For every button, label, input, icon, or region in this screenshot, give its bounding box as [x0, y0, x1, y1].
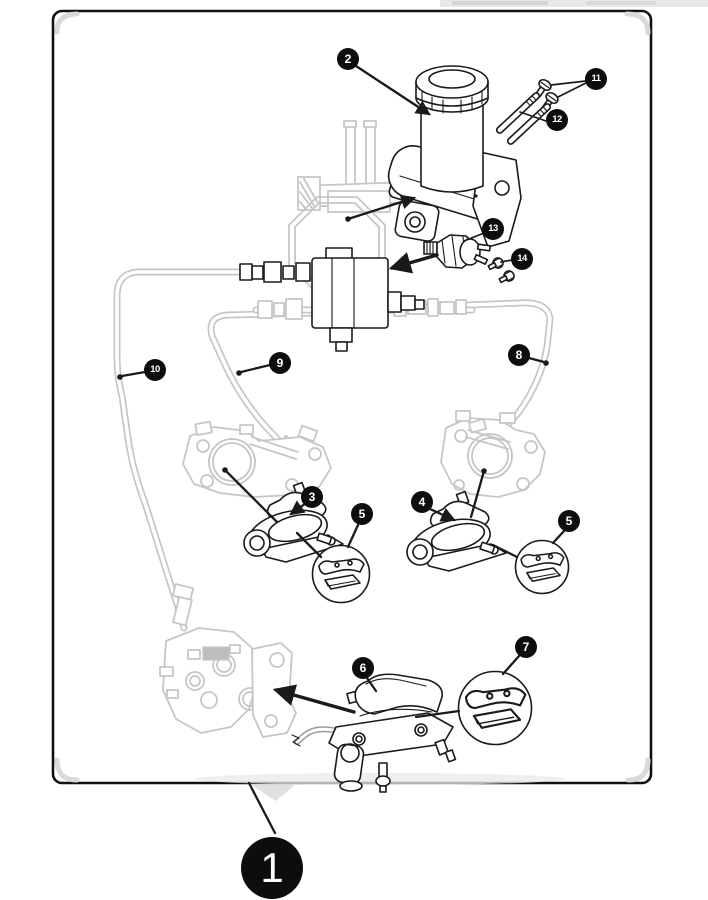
- pressure-switch-drawing: [423, 234, 492, 269]
- brake-pads-detail-left: [311, 544, 371, 604]
- ghost-rear-caliper-drawing: [159, 627, 297, 738]
- studs-drawing: [495, 92, 552, 145]
- callout-12[interactable]: 12: [546, 109, 568, 131]
- switch-bolts-drawing: [487, 257, 515, 284]
- callout-9[interactable]: 9: [269, 352, 291, 374]
- callout-6[interactable]: 6: [352, 657, 374, 679]
- callout-2[interactable]: 2: [337, 48, 359, 70]
- leader-lines: [117, 64, 587, 835]
- callout-5-left[interactable]: 5: [351, 503, 373, 525]
- callout-14[interactable]: 14: [511, 248, 533, 270]
- top-crop-artifact: [440, 0, 708, 7]
- rear-caliper-drawing: [291, 673, 457, 793]
- callout-4[interactable]: 4: [411, 491, 433, 513]
- ghost-front-right-caliper-drawing: [440, 410, 546, 498]
- ghost-front-left-caliper-drawing: [182, 420, 332, 498]
- callout-11[interactable]: 11: [585, 68, 607, 90]
- callout-5-right[interactable]: 5: [558, 510, 580, 532]
- callout-8[interactable]: 8: [508, 344, 530, 366]
- callout-1-assembly[interactable]: 1: [241, 837, 303, 899]
- callout-3[interactable]: 3: [301, 486, 323, 508]
- brake-pads-detail-rear: [457, 670, 533, 746]
- callout-10[interactable]: 10: [144, 359, 166, 381]
- junction-block-drawing: [239, 247, 425, 352]
- master-cylinder-drawing: [387, 65, 522, 248]
- screws-drawing: [534, 78, 559, 111]
- brake-pads-detail-right: [514, 539, 570, 595]
- callout-7[interactable]: 7: [515, 636, 537, 658]
- callout-13[interactable]: 13: [482, 218, 504, 240]
